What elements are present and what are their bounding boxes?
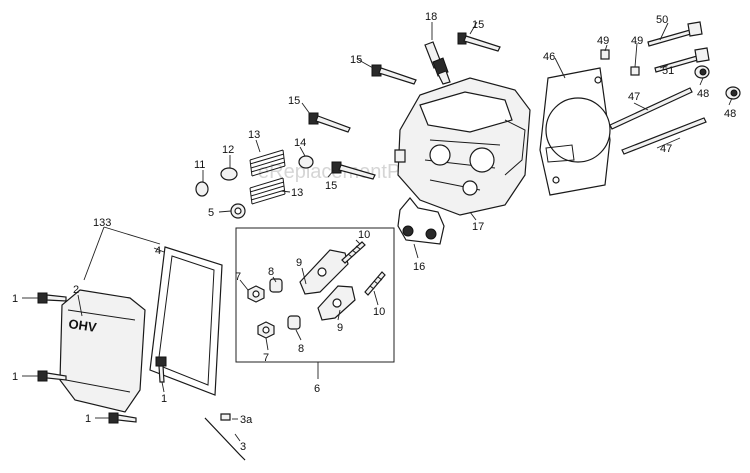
callout-4: 4 xyxy=(155,245,161,257)
ohv-label: OHV xyxy=(68,316,98,335)
valve-keeper xyxy=(600,49,610,60)
guide-plate xyxy=(397,197,445,245)
callout-17: 17 xyxy=(472,221,484,233)
intake-valve xyxy=(647,21,703,47)
rocker-arm xyxy=(299,249,349,295)
head-gasket xyxy=(539,67,611,196)
rocker-stud xyxy=(364,271,386,296)
rocker-arm xyxy=(317,285,356,321)
callout-51: 51 xyxy=(662,65,674,77)
cover-gasket xyxy=(149,246,223,396)
callout-5: 5 xyxy=(208,207,214,219)
rocker-nut xyxy=(257,321,275,339)
callout-49: 49 xyxy=(631,35,643,47)
valve-keeper xyxy=(630,66,640,76)
rocker-nut xyxy=(247,285,265,303)
callout-15: 15 xyxy=(288,95,300,107)
callout-10: 10 xyxy=(358,229,370,241)
valve-seal xyxy=(298,155,314,169)
exhaust-valve xyxy=(654,47,710,73)
push-rod xyxy=(609,87,693,130)
valve-spring xyxy=(249,149,286,177)
cover-bolt xyxy=(155,356,167,383)
head-bolt xyxy=(457,32,501,52)
callout-1: 1 xyxy=(12,371,18,383)
callout-46: 46 xyxy=(543,51,555,63)
rocker-assembly-box xyxy=(235,227,395,363)
valve-cap xyxy=(725,86,741,100)
callout-48: 48 xyxy=(697,88,709,100)
rocker-stud xyxy=(341,241,366,264)
callout-9: 9 xyxy=(337,322,343,334)
tube-clamp xyxy=(220,413,231,421)
callout-7: 7 xyxy=(235,271,241,283)
cover-bolt xyxy=(37,292,67,304)
callout-14: 14 xyxy=(294,137,306,149)
callout-47: 47 xyxy=(628,91,640,103)
callout-7: 7 xyxy=(263,352,269,364)
callout-12: 12 xyxy=(222,144,234,156)
callout-18: 18 xyxy=(425,11,437,23)
callout-1: 1 xyxy=(161,393,167,405)
callout-47: 47 xyxy=(660,143,672,155)
callout-2: 2 xyxy=(73,284,79,296)
spring-retainer xyxy=(220,167,238,181)
head-bolt xyxy=(331,161,376,180)
callout-15: 15 xyxy=(350,54,362,66)
head-bolt xyxy=(308,112,351,133)
valve-cap xyxy=(694,65,710,79)
rocker-pivot xyxy=(269,278,283,293)
callout-1: 1 xyxy=(85,413,91,425)
valve-cap-11 xyxy=(195,181,209,197)
rocker-pivot xyxy=(287,315,301,330)
breather-tube xyxy=(204,417,246,461)
leader-lines xyxy=(22,21,733,442)
spark-plug xyxy=(424,41,451,85)
callout-15: 15 xyxy=(472,19,484,31)
callout-16: 16 xyxy=(413,261,425,273)
callout-13: 13 xyxy=(248,129,260,141)
push-rod xyxy=(621,117,707,155)
callout-15: 15 xyxy=(325,180,337,192)
callout-8: 8 xyxy=(268,266,274,278)
callout-50: 50 xyxy=(656,14,668,26)
callout-3a: 3a xyxy=(240,414,253,426)
rocker-cover: OHV xyxy=(59,289,146,413)
callout-6: 6 xyxy=(314,383,320,395)
cylinder-head xyxy=(394,77,531,216)
callout-1: 1 xyxy=(12,293,18,305)
callout-8: 8 xyxy=(298,343,304,355)
head-bolt xyxy=(371,64,417,85)
callout-48: 48 xyxy=(724,108,736,120)
cover-bolt xyxy=(108,412,137,424)
callout-3: 3 xyxy=(240,441,246,453)
callout-9: 9 xyxy=(296,257,302,269)
callout-10: 10 xyxy=(373,306,385,318)
callout-11: 11 xyxy=(194,159,205,171)
callout-13: 13 xyxy=(291,187,303,199)
callouts: 18 15 15 15 15 49 49 50 51 46 48 48 47 4… xyxy=(12,11,736,453)
callout-49: 49 xyxy=(597,35,609,47)
callout-133: 133 xyxy=(93,217,111,229)
